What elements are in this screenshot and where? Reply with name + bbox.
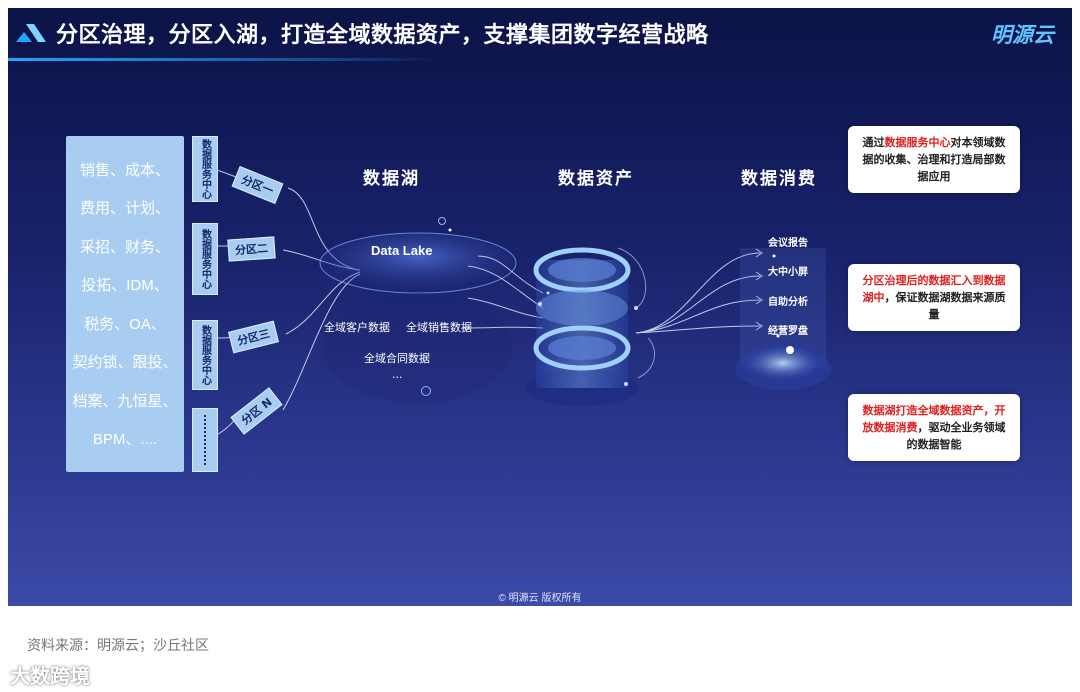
data-asset-graphic xyxy=(526,248,655,406)
service-center-3: 数据服务中心 xyxy=(192,320,218,390)
service-center-n xyxy=(192,408,218,472)
consume-item-report: 会议报告 xyxy=(768,234,808,249)
ingest-lines xyxy=(210,168,360,438)
note-card-1: 通过数据服务中心对本领域数据的收集、治理和打造局部数据应用 xyxy=(848,126,1020,193)
watermark: 大数跨境 xyxy=(10,660,90,689)
note-text: ，驱动全业务领域的数据智能 xyxy=(907,421,1006,451)
service-center-2: 数据服务中心 xyxy=(192,223,218,295)
consume-item-compass: 经营罗盘 xyxy=(768,322,808,337)
note-highlight: 数据服务中心 xyxy=(885,136,951,149)
lake-item-more: ... xyxy=(392,368,403,381)
domain-item: 税务、OA、 xyxy=(84,313,166,334)
domain-item: 契约锁、跟投、 xyxy=(72,351,177,372)
domain-item: BPM、.... xyxy=(93,428,157,449)
data-lake-label: Data Lake xyxy=(371,243,432,258)
source-caption: 资料来源：明源云；沙丘社区 xyxy=(27,635,209,655)
lake-item-contract: 全域合同数据 xyxy=(364,350,430,366)
domain-item: 费用、计划、 xyxy=(80,197,170,218)
service-center-1: 数据服务中心 xyxy=(192,136,218,202)
consume-item-analysis: 自助分析 xyxy=(768,293,808,308)
domain-item: 销售、成本、 xyxy=(80,159,170,180)
domain-item: 投拓、IDM、 xyxy=(81,274,169,295)
ellipsis-dots xyxy=(204,415,206,465)
stage-title-asset: 数据资产 xyxy=(558,164,634,189)
consume-item-screens: 大中小屏 xyxy=(768,263,808,278)
partition-tag-2: 分区二 xyxy=(227,236,275,261)
business-domain-list: 销售、成本、 费用、计划、 采招、财务、 投拓、IDM、 税务、OA、 契约锁、… xyxy=(66,136,184,472)
domain-item: 档案、九恒星、 xyxy=(72,390,177,411)
lake-item-sales: 全域销售数据 xyxy=(406,319,472,335)
domain-item: 采招、财务、 xyxy=(80,236,170,257)
stage-title-consume: 数据消费 xyxy=(741,164,817,189)
lake-item-customer: 全域客户数据 xyxy=(324,319,390,335)
note-text: 通过 xyxy=(863,136,885,149)
stage-title-lake: 数据湖 xyxy=(363,164,420,189)
note-text: ，保证数据湖数据来源质量 xyxy=(885,291,1006,321)
note-card-2: 分区治理后的数据汇入到数据湖中，保证数据湖数据来源质量 xyxy=(848,264,1020,331)
note-card-3: 数据湖打造全域数据资产，开放数据消费，驱动全业务领域的数据智能 xyxy=(848,394,1020,461)
slide: 分区治理，分区入湖，打造全域数据资产，支撑集团数字经营战略 明源云 xyxy=(8,8,1072,606)
copyright: © 明源云 版权所有 xyxy=(8,589,1072,604)
